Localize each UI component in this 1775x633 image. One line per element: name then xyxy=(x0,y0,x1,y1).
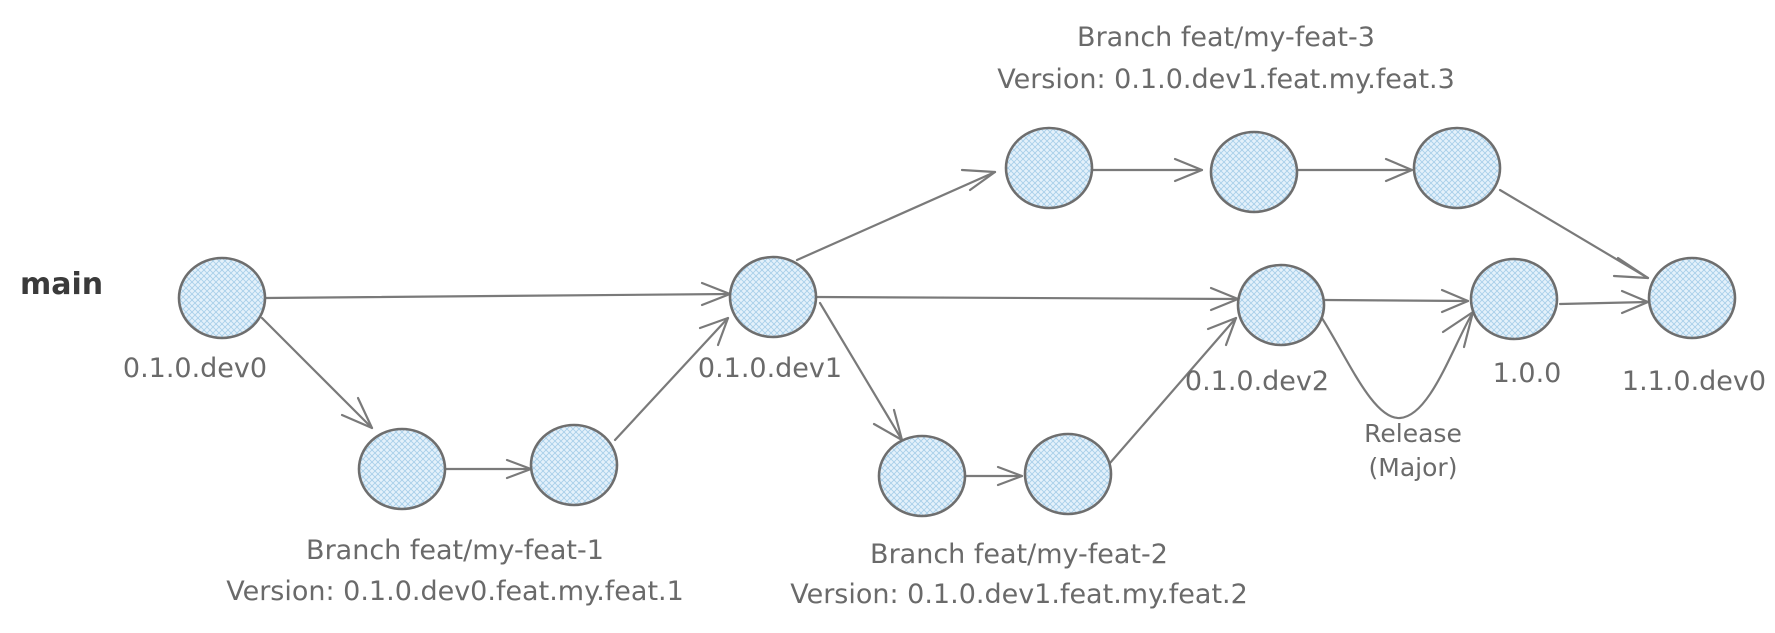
branch-feat2-version: Version: 0.1.0.dev1.feat.my.feat.2 xyxy=(790,579,1248,610)
node-dev2 xyxy=(1236,263,1326,347)
branch-feat1-title: Branch feat/my-feat-1 xyxy=(306,535,604,566)
edge-dev0-feat1a xyxy=(260,316,374,430)
edge-feat2b-dev2 xyxy=(1108,316,1238,465)
nodes xyxy=(177,126,1737,518)
edge-dev0-dev1 xyxy=(263,292,732,300)
arrowhead xyxy=(1612,256,1650,280)
arrowhead xyxy=(698,316,730,347)
node-feat2-b xyxy=(1023,432,1113,516)
node-feat1-a xyxy=(357,427,447,511)
edge-feat1b-dev1 xyxy=(613,316,730,442)
edges xyxy=(260,157,1650,487)
node-feat2-a xyxy=(877,434,967,518)
arrowhead xyxy=(1206,316,1238,347)
node-feat3-a xyxy=(1004,126,1094,210)
branch-feat3-title: Branch feat/my-feat-3 xyxy=(1077,22,1375,53)
node-next-dev xyxy=(1647,256,1737,340)
arrowhead xyxy=(1173,157,1204,183)
release-note-line2: (Major) xyxy=(1369,453,1458,482)
edge-release-nextdev xyxy=(1558,300,1650,306)
edge-dev1-dev2 xyxy=(813,295,1240,301)
release-note-line1: Release xyxy=(1364,419,1462,448)
version-label-dev0: 0.1.0.dev0 xyxy=(123,353,267,384)
edge-dev1-feat3a xyxy=(795,170,997,262)
version-label-release: 1.0.0 xyxy=(1493,358,1562,389)
labels: main 0.1.0.dev0 0.1.0.dev1 0.1.0.dev2 1.… xyxy=(20,22,1766,610)
node-feat3-b xyxy=(1209,130,1299,214)
arrowhead xyxy=(1384,157,1414,183)
version-label-dev1: 0.1.0.dev1 xyxy=(698,353,842,384)
branch-feat2-title: Branch feat/my-feat-2 xyxy=(870,539,1168,570)
arrowhead xyxy=(960,168,997,192)
edge-release-curve xyxy=(1316,310,1475,420)
arrowhead xyxy=(996,465,1024,487)
branch-feat3-version: Version: 0.1.0.dev1.feat.my.feat.3 xyxy=(997,64,1455,95)
node-dev0 xyxy=(177,256,267,340)
version-label-dev2: 0.1.0.dev2 xyxy=(1185,366,1329,397)
node-dev1 xyxy=(728,255,818,339)
node-feat1-b xyxy=(529,423,619,507)
edge-dev1-feat2a xyxy=(818,301,904,442)
arrowhead xyxy=(340,396,374,430)
version-label-next-dev: 1.1.0.dev0 xyxy=(1622,366,1766,397)
node-feat3-c xyxy=(1412,126,1502,210)
arrowhead xyxy=(1440,288,1470,314)
edge-feat3c-nextdev xyxy=(1498,188,1650,280)
branch-feat1-version: Version: 0.1.0.dev0.feat.my.feat.1 xyxy=(226,576,684,607)
edge-dev2-release xyxy=(1323,298,1470,303)
main-branch-label: main xyxy=(20,267,103,302)
node-release xyxy=(1469,257,1559,341)
